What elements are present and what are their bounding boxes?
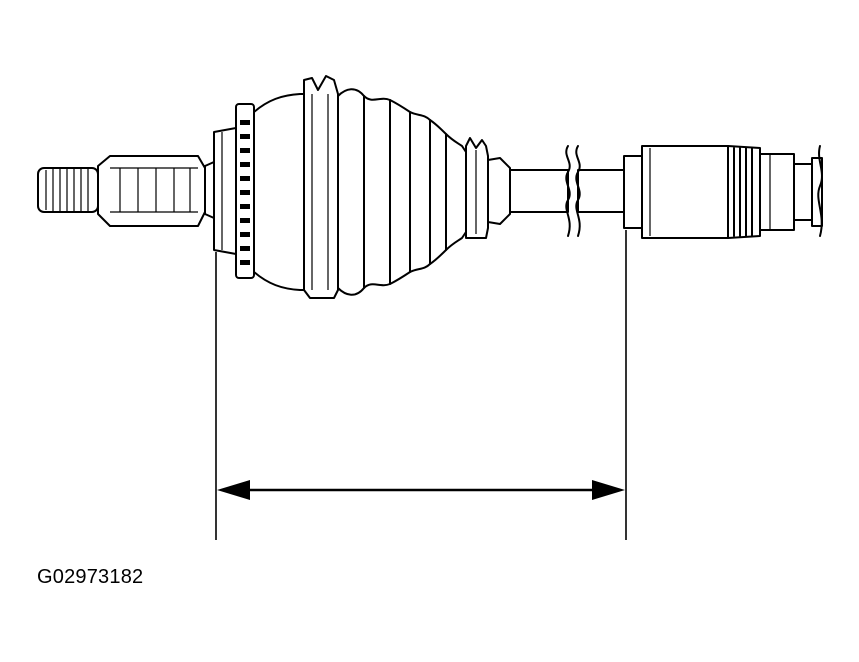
abs-tone-ring bbox=[235, 103, 255, 279]
arrowhead-right-icon bbox=[592, 480, 625, 500]
joint-housing bbox=[213, 127, 237, 255]
threaded-stub bbox=[37, 167, 99, 213]
cv-boot bbox=[253, 75, 489, 299]
extension-lines bbox=[215, 230, 627, 540]
dimension-arrow bbox=[217, 480, 625, 500]
inner-stub bbox=[793, 145, 823, 237]
splined-shaft bbox=[97, 155, 215, 227]
arrowhead-left-icon bbox=[217, 480, 250, 500]
dynamic-damper bbox=[623, 145, 795, 239]
figure-reference-code: G02973182 bbox=[37, 566, 144, 588]
break-mark bbox=[565, 145, 581, 237]
axle-shaft bbox=[487, 145, 629, 237]
